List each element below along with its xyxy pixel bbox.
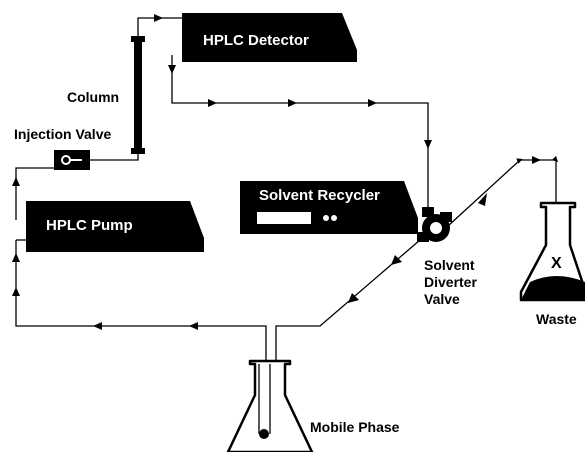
arrow-detector-right-2 <box>288 99 297 107</box>
line-column-to-detector <box>137 17 182 40</box>
arrow-to-pump-2 <box>93 322 102 330</box>
line-injector-to-column <box>90 152 139 161</box>
arrow-to-pump-up-2 <box>12 253 20 262</box>
solvent-inlet-filter <box>259 429 269 439</box>
line-pump-to-injector <box>15 167 58 220</box>
pump-label: HPLC Pump <box>46 217 133 234</box>
column-label: Column <box>67 89 119 105</box>
hplc-pump: HPLC Pump <box>26 201 204 252</box>
waste-mark: X <box>551 255 562 272</box>
waste-flask: X Waste <box>519 201 585 327</box>
line-reservoir-to-pump <box>15 240 267 440</box>
arrow-detector-down <box>168 65 176 74</box>
arrow-to-pump-up-1 <box>12 287 20 296</box>
recycler-label: Solvent Recycler <box>259 187 380 204</box>
arrow-to-waste-1 <box>478 193 487 206</box>
arrow-to-diverter-down <box>424 140 432 149</box>
line-diverter-to-waste <box>447 155 559 227</box>
mobile-phase-label: Mobile Phase <box>310 419 400 435</box>
injection-valve-label: Injection Valve <box>14 126 111 142</box>
waste-label: Waste <box>536 311 577 327</box>
detector-label: HPLC Detector <box>203 32 309 49</box>
recycler-display <box>257 212 311 224</box>
diverter-label-line3: Valve <box>424 291 460 307</box>
column: Column <box>67 36 145 154</box>
solvent-recycler: Solvent Recycler <box>240 181 418 234</box>
line-detector-to-diverter <box>171 55 429 208</box>
diverter-label-line1: Solvent <box>424 257 475 273</box>
arrow-recycle-1 <box>391 255 402 265</box>
recycler-led-2 <box>331 215 337 221</box>
arrow-to-pump-1 <box>189 322 198 330</box>
recycler-led-1 <box>323 215 329 221</box>
arrow-detector-right-1 <box>208 99 217 107</box>
solvent-diverter-valve: Solvent Diverter Valve <box>417 207 477 307</box>
diverter-label-line2: Diverter <box>424 274 477 290</box>
arrow-to-detector <box>154 14 163 22</box>
arrow-detector-right-3 <box>368 99 377 107</box>
line-diverter-to-reservoir <box>275 239 421 362</box>
arrow-to-waste-2 <box>532 156 541 164</box>
injection-valve: Injection Valve <box>14 126 111 170</box>
hplc-detector: HPLC Detector <box>182 13 357 62</box>
arrow-pump-up <box>12 177 20 186</box>
mobile-phase-flask: Mobile Phase <box>226 359 400 452</box>
arrow-recycle-2 <box>348 293 359 303</box>
